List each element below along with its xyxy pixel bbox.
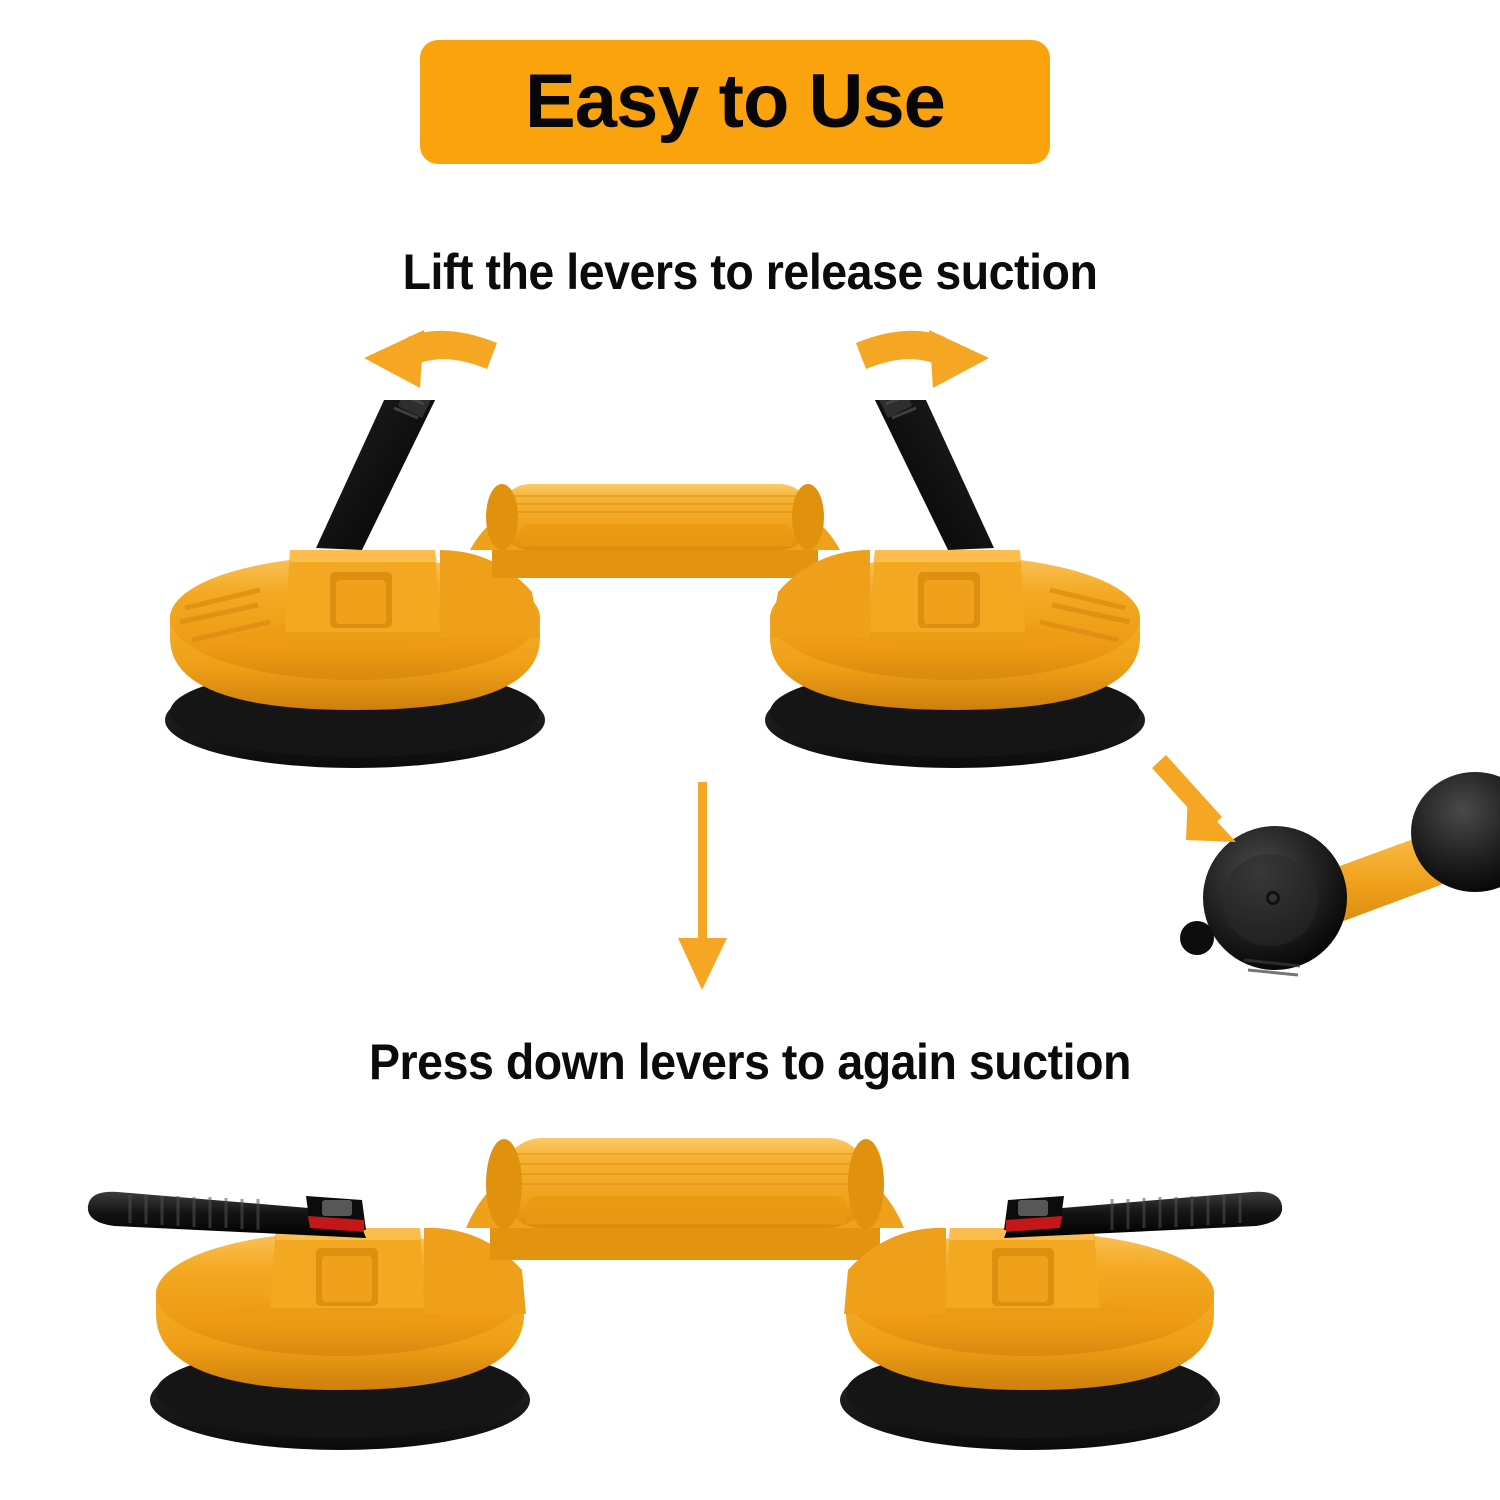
title-banner: Easy to Use bbox=[420, 40, 1050, 164]
curved-arrow-right-icon bbox=[856, 330, 989, 388]
page-title: Easy to Use bbox=[525, 59, 946, 144]
lever-left-raised bbox=[316, 400, 436, 550]
red-indicator-right bbox=[1006, 1216, 1062, 1232]
caption-press-suction: Press down levers to again suction bbox=[368, 1034, 1131, 1090]
right-suction-cup-raised bbox=[765, 400, 1145, 768]
red-indicator-left bbox=[308, 1216, 364, 1232]
suction-pad-far bbox=[1411, 772, 1500, 892]
handle-bar-bottom bbox=[466, 1138, 904, 1260]
handle-bar-top bbox=[470, 484, 840, 578]
lever-right-raised bbox=[874, 400, 994, 550]
lever-right-pressed bbox=[1004, 1191, 1283, 1238]
product-illustration-levers-raised bbox=[165, 400, 1145, 768]
caption-release-suction: Lift the levers to release suction bbox=[402, 244, 1098, 300]
product-illustration-levers-pressed bbox=[87, 1138, 1283, 1450]
detail-view-suction-pads bbox=[1180, 772, 1500, 977]
pad-release-nub bbox=[1180, 921, 1214, 955]
down-arrow-icon bbox=[678, 782, 727, 990]
curved-arrow-left-icon bbox=[364, 330, 497, 388]
left-suction-cup-pressed bbox=[87, 1191, 530, 1450]
left-suction-cup-raised bbox=[165, 400, 545, 768]
right-suction-cup-pressed bbox=[840, 1191, 1283, 1450]
lever-left-pressed bbox=[87, 1191, 366, 1238]
